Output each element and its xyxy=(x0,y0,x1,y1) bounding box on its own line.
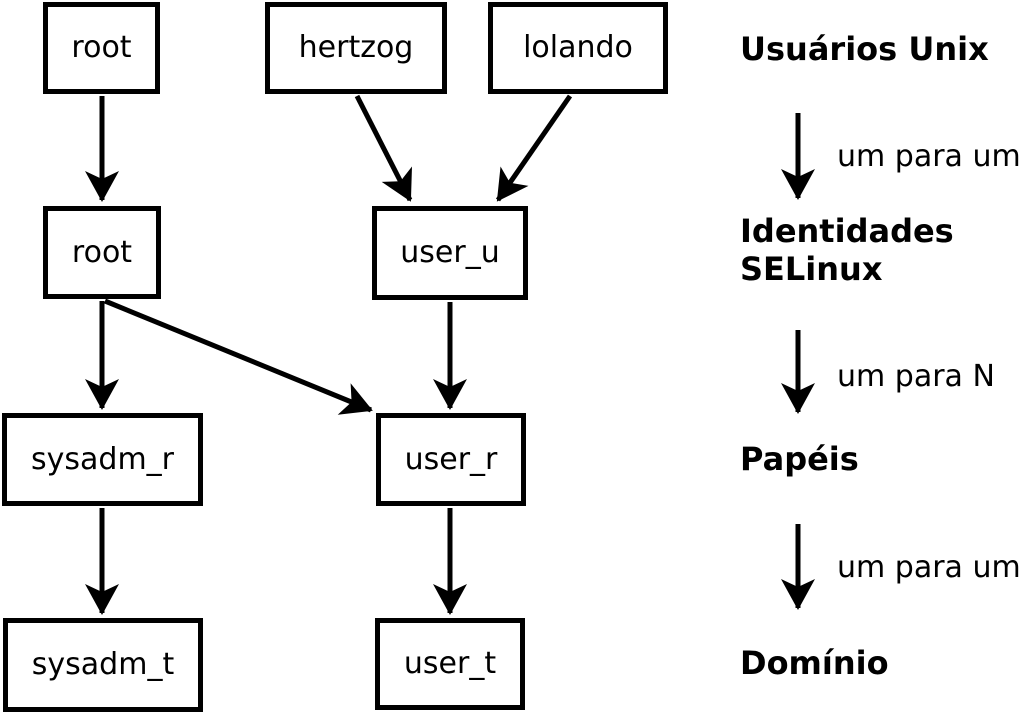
legend-domain: Domínio xyxy=(740,644,889,682)
node-role-user-r: user_r xyxy=(376,413,526,506)
node-domain-user-t: user_t xyxy=(375,618,525,710)
legend-selinux-identities-line2: SELinux xyxy=(740,250,883,288)
edge-hertzog-to-user-u xyxy=(354,94,413,202)
node-selinux-root-label: root xyxy=(71,234,133,270)
node-role-sysadm-r-label: sysadm_r xyxy=(31,441,174,477)
legend-roles: Papéis xyxy=(740,440,859,478)
node-selinux-user-u-label: user_u xyxy=(400,235,500,270)
node-domain-sysadm-t: sysadm_t xyxy=(3,618,203,712)
legend-selinux-identities-line1: Identidades xyxy=(740,212,954,250)
edge-lolando-to-user-u xyxy=(495,94,573,202)
node-role-sysadm-r: sysadm_r xyxy=(2,413,203,506)
node-unix-hertzog: hertzog xyxy=(265,2,447,94)
legend-relation-one-to-one-2: um para um xyxy=(837,550,1021,585)
legend-relation-one-to-n: um para N xyxy=(837,359,995,394)
legend-selinux-identities: Identidades SELinux xyxy=(740,212,954,288)
node-unix-root-label: root xyxy=(71,30,132,65)
legend-unix-users: Usuários Unix xyxy=(740,30,989,68)
node-selinux-user-u: user_u xyxy=(372,206,528,300)
node-unix-hertzog-label: hertzog xyxy=(298,30,414,65)
node-unix-lolando-label: lolando xyxy=(523,30,633,65)
node-unix-lolando: lolando xyxy=(488,2,668,94)
legend-relation-one-to-one-1: um para um xyxy=(837,139,1021,174)
node-domain-sysadm-t-label: sysadm_t xyxy=(31,647,175,682)
node-unix-root: root xyxy=(43,2,160,94)
node-role-user-r-label: user_r xyxy=(404,441,498,477)
node-domain-user-t-label: user_t xyxy=(403,646,497,681)
node-selinux-root: root xyxy=(43,206,161,299)
edge-selinux-root-to-user-r xyxy=(104,298,373,415)
